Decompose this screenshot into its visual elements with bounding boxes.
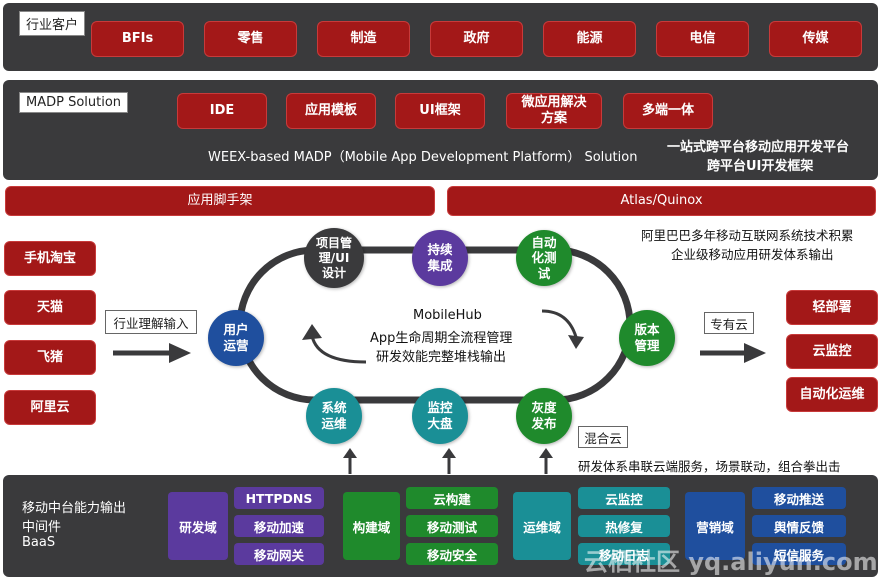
madp-subtitle: WEEX-based MADP（Mobile App Development P… [208,150,638,165]
group-rd[interactable]: 研发域 [168,492,228,560]
industry-item-media[interactable]: 传媒 [769,21,862,57]
madp-item-ide[interactable]: IDE [177,93,267,129]
node-project-ui[interactable]: 项目管理/UI设计 [304,228,364,288]
industry-input-label: 行业理解输入 [105,310,197,334]
mobilehub-title: MobileHub [413,308,482,323]
watermark: 云栖社区 yq.aliyun.com [584,548,878,576]
marketing-item-feedback[interactable]: 舆情反馈 [752,515,846,537]
app-taobao[interactable]: 手机淘宝 [4,241,96,276]
cycle-arrow-right [541,309,584,349]
up-arrow-1 [343,448,357,474]
group-ops[interactable]: 运维域 [513,492,571,560]
build-item-cloud-build[interactable]: 云构建 [406,487,498,509]
node-gray-release[interactable]: 灰度发布 [516,388,572,444]
output-arrow [700,343,766,363]
mobilehub-line1: App生命周期全流程管理 [370,331,513,346]
madp-item-multi-end[interactable]: 多端一体 [623,93,713,129]
industry-item-manufacturing[interactable]: 制造 [317,21,410,57]
cycle-arrow-left [302,324,367,364]
capability-label-line2: 中间件 [22,520,62,535]
madp-item-template[interactable]: 应用模板 [286,93,376,129]
hybrid-cloud-label: 混合云 [578,426,628,448]
industry-item-energy[interactable]: 能源 [543,21,636,57]
node-user-ops[interactable]: 用户运营 [208,310,264,366]
output-light-deploy[interactable]: 轻部署 [786,290,878,325]
industry-item-telecom[interactable]: 电信 [656,21,749,57]
up-arrow-3 [539,448,553,474]
node-auto-test[interactable]: 自动化测试 [516,230,572,286]
node-version-mgmt[interactable]: 版本管理 [619,310,675,366]
industry-item-retail[interactable]: 零售 [204,21,297,57]
bottom-note: 研发体系串联云端服务，场景联动，组合拳出击 [578,459,841,474]
capability-label-line1: 移动中台能力输出 [22,501,127,516]
marketing-item-sms[interactable]: 短信服务 [752,543,846,565]
node-system-ops[interactable]: 系统运维 [306,388,362,444]
app-aliyun[interactable]: 阿里云 [4,390,96,425]
group-marketing[interactable]: 营销域 [685,492,745,560]
ops-item-cloud-monitor[interactable]: 云监控 [578,487,670,509]
madp-right-line2: 跨平台UI开发框架 [707,159,814,174]
madp-item-ui-framework[interactable]: UI框架 [395,93,485,129]
atlas-bar[interactable]: Atlas/Quinox [447,186,876,216]
ops-item-mobile-log[interactable]: 移动日志 [578,543,670,565]
node-monitor-dashboard[interactable]: 监控大盘 [412,388,468,444]
industry-item-government[interactable]: 政府 [430,21,523,57]
build-item-mobile-test[interactable]: 移动测试 [406,515,498,537]
private-cloud-label: 专有云 [704,312,754,334]
marketing-item-push[interactable]: 移动推送 [752,487,846,509]
build-item-mobile-security[interactable]: 移动安全 [406,543,498,565]
rd-item-accel[interactable]: 移动加速 [234,515,324,537]
output-auto-ops[interactable]: 自动化运维 [786,377,878,412]
madp-item-microapp[interactable]: 微应用解决方案 [506,93,602,129]
up-arrow-2 [442,448,456,474]
group-build[interactable]: 构建域 [343,492,400,560]
madp-label: MADP Solution [19,92,129,113]
alibaba-note-line2: 企业级移动应用研发体系输出 [671,247,834,262]
node-continuous-integration[interactable]: 持续集成 [412,230,468,286]
capability-label-line3: BaaS [22,535,56,550]
input-arrow [113,343,191,363]
alibaba-note-line1: 阿里巴巴多年移动互联网系统技术积累 [641,228,854,243]
industry-item-bfis[interactable]: BFIs [91,21,184,57]
ops-item-hotfix[interactable]: 热修复 [578,515,670,537]
rd-item-httpdns[interactable]: HTTPDNS [234,487,324,509]
scaffold-bar[interactable]: 应用脚手架 [5,186,435,216]
industry-label: 行业客户 [19,11,86,36]
app-tmall[interactable]: 天猫 [4,290,96,325]
madp-right-line1: 一站式跨平台移动应用开发平台 [667,140,850,155]
output-cloud-monitor[interactable]: 云监控 [786,334,878,369]
rd-item-gateway[interactable]: 移动网关 [234,543,324,565]
mobilehub-line2: 研发效能完整堆栈输出 [376,350,507,365]
app-fliggy[interactable]: 飞猪 [4,340,96,375]
